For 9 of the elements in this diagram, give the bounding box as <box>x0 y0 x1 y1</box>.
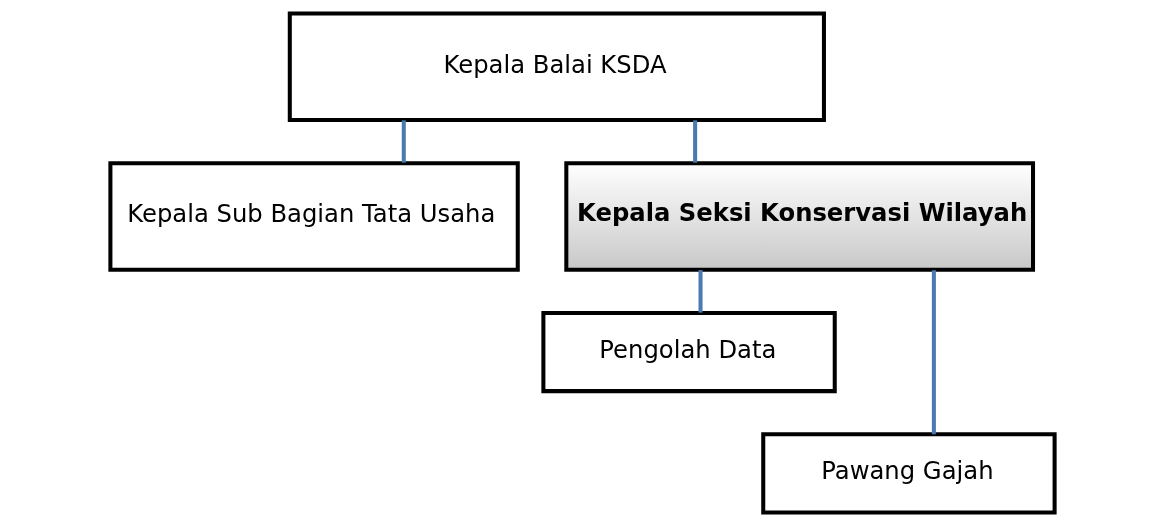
node-box: Pawang Gajah <box>761 432 1057 515</box>
node-box: Kepala Sub Bagian Tata Usaha <box>108 161 520 272</box>
connector <box>698 270 703 313</box>
node-box: Pengolah Data <box>541 310 837 394</box>
node-box: Kepala Seksi Konservasi Wilayah <box>564 161 1036 272</box>
connector <box>401 120 406 163</box>
node-box: Kepala Balai KSDA <box>287 11 826 123</box>
connector <box>931 270 936 435</box>
connector <box>693 120 698 163</box>
